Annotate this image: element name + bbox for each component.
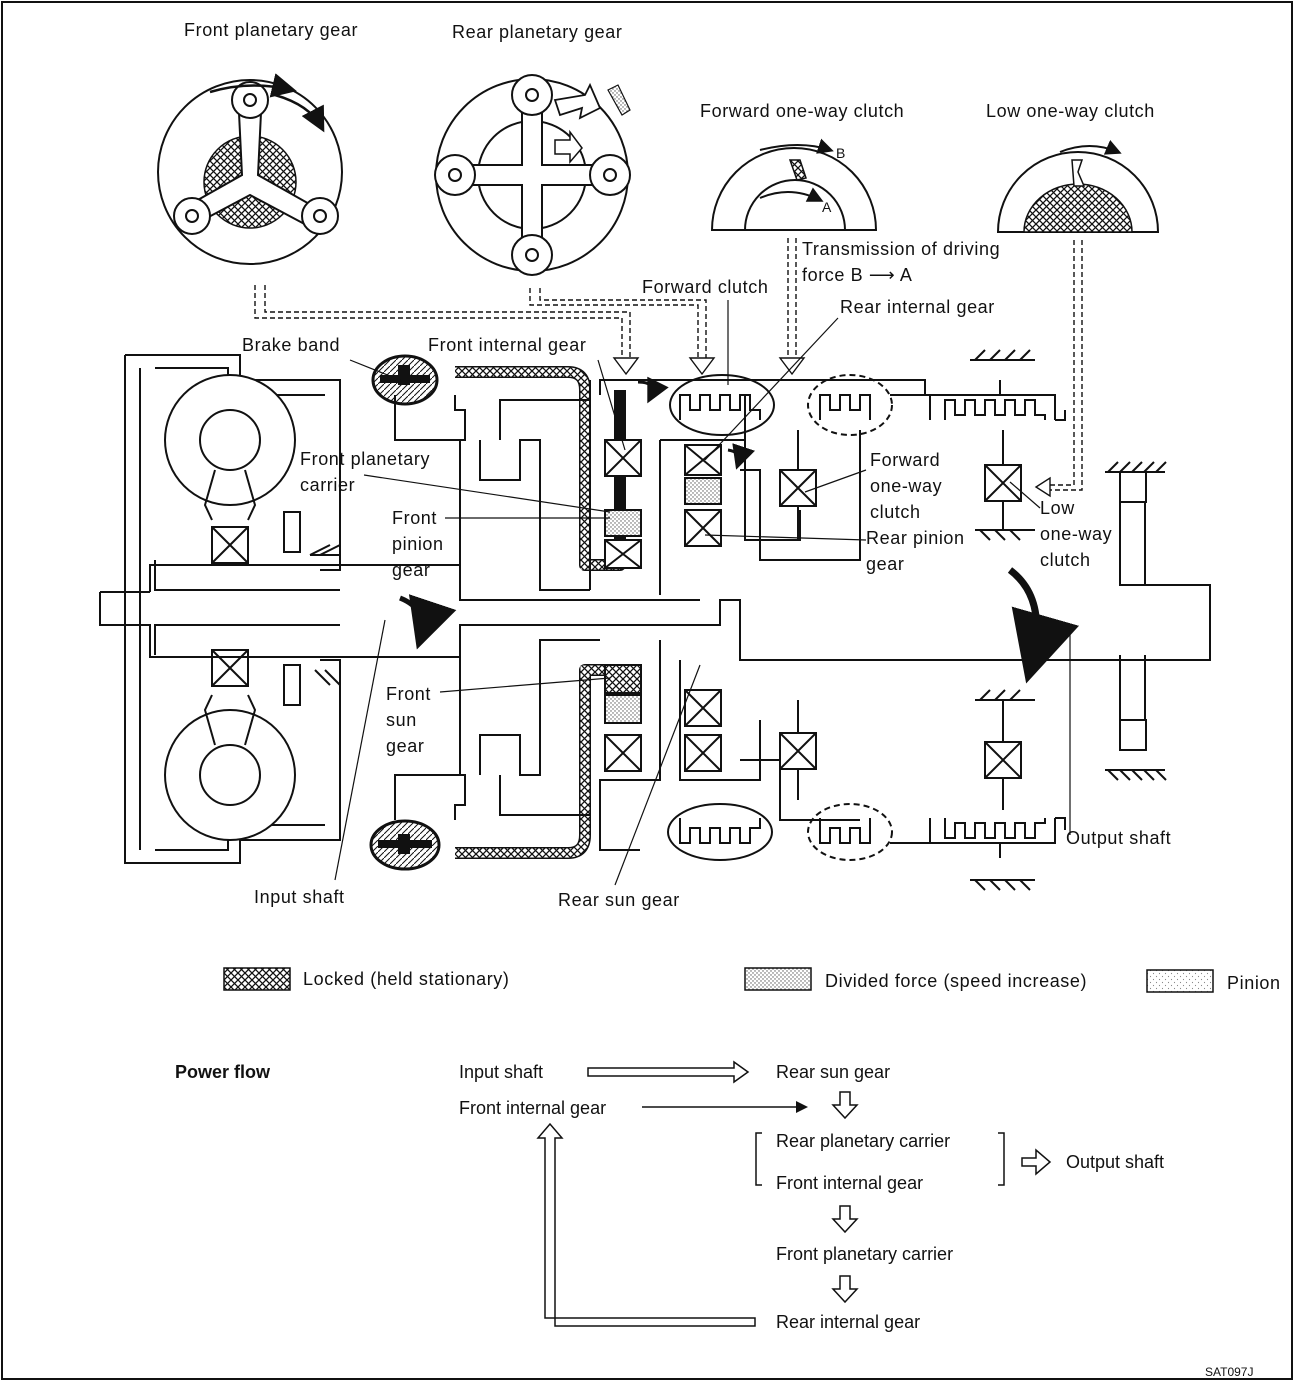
output-shaft-label: Output shaft (1066, 828, 1172, 848)
letter-b-label: B (836, 145, 846, 161)
rear-pinion-gear-label-2: gear (866, 554, 905, 574)
front-sun-gear-label-3: gear (386, 736, 425, 756)
pf-rear-planetary-carrier: Rear planetary carrier (776, 1131, 951, 1151)
forward-clutch-label: Forward clutch (642, 277, 769, 297)
pf-front-internal-gear-2: Front internal gear (776, 1173, 924, 1193)
pf-output-shaft: Output shaft (1066, 1152, 1165, 1172)
front-sun-gear-label-1: Front (386, 684, 432, 704)
low-one-way-clutch-title: Low one-way clutch (986, 101, 1155, 121)
rear-sun-gear-label: Rear sun gear (558, 890, 680, 910)
low-one-way-clutch-view (996, 139, 1160, 233)
transmission-label-1: Transmission of driving (802, 239, 1001, 259)
front-pinion-gear-label-2: pinion (392, 534, 444, 554)
letter-a-label: A (822, 199, 832, 215)
front-planetary-carrier-label-1: Front planetary (300, 449, 431, 469)
legend-swatch-locked (223, 967, 291, 991)
forward-one-way-clutch-title: Forward one-way clutch (700, 101, 905, 121)
figure-code: SAT097J (1205, 1365, 1254, 1379)
front-pinion-gear-label-1: Front (392, 508, 438, 528)
front-planetary-carrier-label-2: carrier (300, 475, 356, 495)
legend-pinion-label: Pinion (1227, 973, 1281, 993)
pf-front-planetary-carrier: Front planetary carrier (776, 1244, 954, 1264)
front-internal-gear-label: Front internal gear (428, 335, 587, 355)
legend-swatch-divided-force (744, 967, 812, 991)
pf-input-shaft: Input shaft (459, 1062, 544, 1082)
rear-pinion-gear-label-1: Rear pinion (866, 528, 965, 548)
legend-locked-label: Locked (held stationary) (303, 969, 510, 989)
rotation-arrows (398, 376, 1080, 684)
brake-band-label: Brake band (242, 335, 341, 355)
clutches (309, 349, 1066, 891)
forward-owc-label-1: Forward (870, 450, 941, 470)
front-pinion-gear-label-3: gear (392, 560, 431, 580)
front-planetary-gear-view (157, 73, 343, 265)
forward-owc-label-2: one-way (870, 476, 943, 496)
low-owc-label-3: clutch (1040, 550, 1091, 570)
front-sun-gear-label-2: sun (386, 710, 417, 730)
legend-swatch-pinion (1146, 969, 1214, 993)
rear-planetary-gear-label: Rear planetary gear (452, 22, 623, 42)
low-owc-label-1: Low (1040, 498, 1075, 518)
pf-front-internal-gear: Front internal gear (459, 1098, 607, 1118)
planetary-sets (394, 379, 926, 851)
main-shaft (99, 461, 1211, 781)
pf-rear-sun-gear: Rear sun gear (776, 1062, 891, 1082)
transmission-label-2: force B ⟶ A (802, 265, 913, 285)
power-flow-arrows (536, 1060, 1052, 1327)
brake-band (369, 354, 626, 871)
legend-divided-force-label: Divided force (speed increase) (825, 971, 1088, 991)
torque-converter (124, 354, 341, 864)
pf-rear-internal-gear: Rear internal gear (776, 1312, 921, 1332)
forward-owc-label-3: clutch (870, 502, 921, 522)
top-view-pointers (254, 238, 1083, 491)
low-owc-label-2: one-way (1040, 524, 1113, 544)
rear-planetary-gear-view (434, 74, 631, 276)
leader-lines (334, 300, 1071, 886)
rear-internal-gear-label: Rear internal gear (840, 297, 995, 317)
forward-one-way-clutch-view (710, 138, 878, 231)
power-flow-title: Power flow (175, 1062, 271, 1082)
input-shaft-label: Input shaft (254, 887, 345, 907)
front-planetary-gear-label: Front planetary gear (184, 20, 359, 40)
